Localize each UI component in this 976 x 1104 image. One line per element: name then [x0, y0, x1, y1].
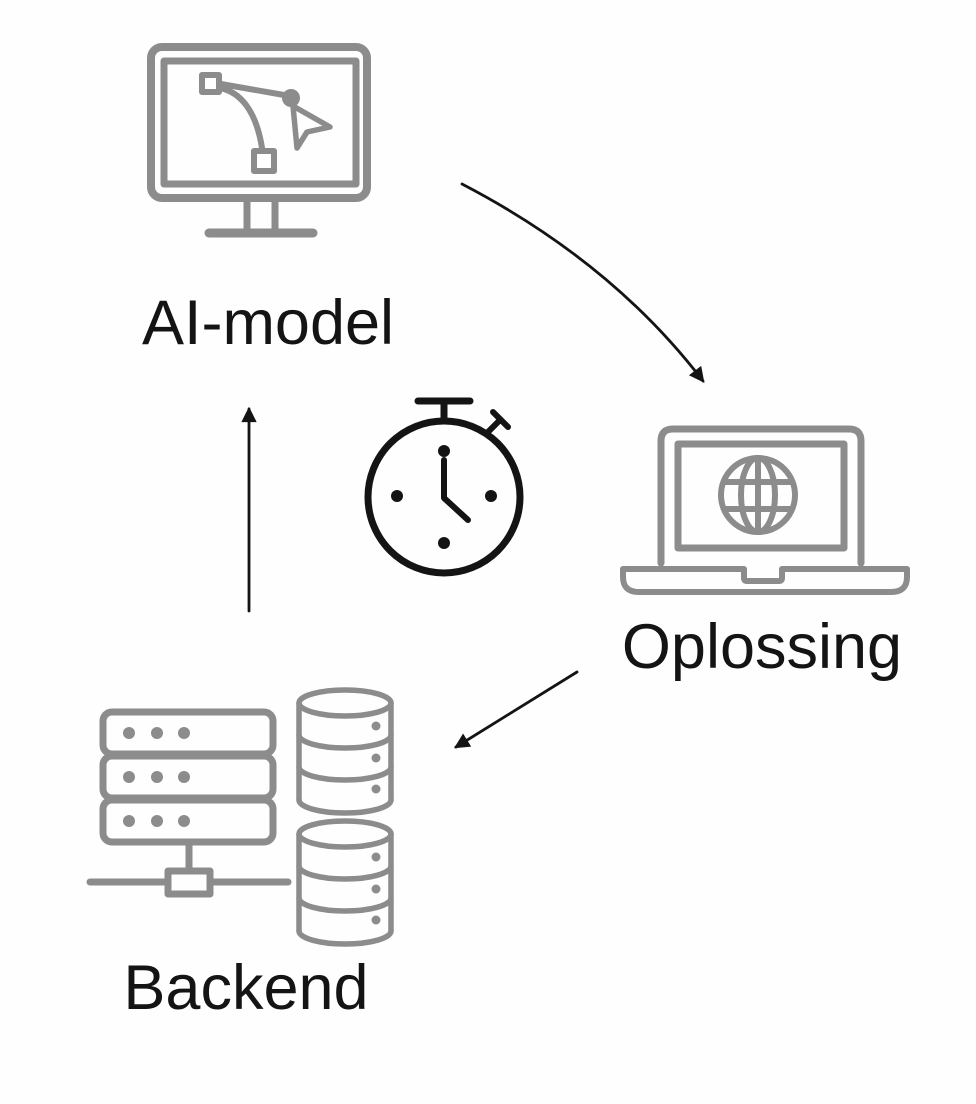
- clock-hands: [441, 457, 471, 523]
- globe-icon: [718, 455, 798, 535]
- arrow-ai-model-to-oplossing: [460, 182, 705, 383]
- server-database-icon: [86, 687, 394, 947]
- bezier-curve: [217, 85, 265, 151]
- database-cylinder-icon: [296, 687, 394, 816]
- bezier-anchor-square: [251, 148, 277, 174]
- stopwatch-icon: [364, 397, 524, 577]
- backend-label: Backend: [123, 953, 369, 1023]
- server-rack-icon: [99, 708, 277, 898]
- cursor-pointer-shape: [290, 103, 333, 151]
- database-cylinder-icon: [296, 818, 394, 947]
- arrow-oplossing-to-backend: [454, 670, 579, 749]
- bezier-anchor-square: [199, 72, 222, 95]
- monitor-bezier-icon: [147, 43, 371, 238]
- laptop-globe-icon: [620, 425, 910, 595]
- oplossing-label: Oplossing: [621, 612, 903, 682]
- bezier-handle-dot: [282, 89, 300, 107]
- ai-model-label: AI-model: [141, 288, 395, 358]
